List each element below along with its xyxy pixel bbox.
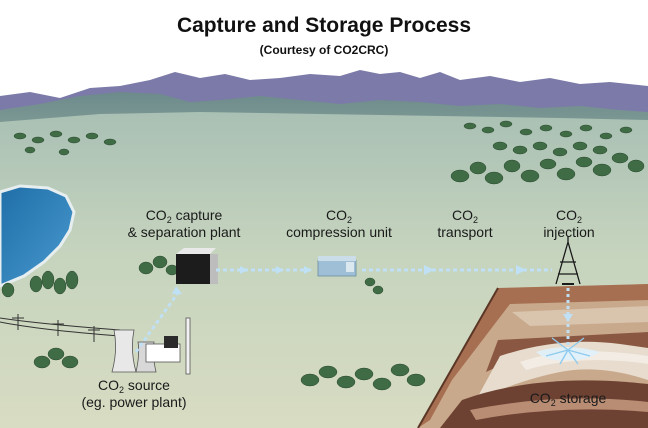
co2-prefix: CO <box>325 207 347 223</box>
lake <box>0 184 76 288</box>
underground-cross-section <box>417 284 648 428</box>
label-compression-unit: CO2 compression unit <box>268 207 410 241</box>
diagram-subtitle: (Courtesy of CO2CRC) <box>259 43 389 57</box>
injection-well <box>555 236 581 285</box>
flow-arrows <box>134 268 570 353</box>
co2-subscript: 2 <box>550 398 556 408</box>
tree-clusters <box>1 120 645 391</box>
co2-prefix: CO <box>451 207 473 223</box>
label-co2-source: CO2 source (eg. power plant) <box>64 377 204 411</box>
co2-prefix: CO <box>98 377 120 393</box>
co2-prefix: CO <box>529 390 551 406</box>
label-transport: CO2 transport <box>420 207 510 241</box>
injection-line2: injection <box>543 224 595 240</box>
label-co2-storage: CO2 storage <box>510 390 626 408</box>
storage-line1: storage <box>555 390 607 406</box>
compression-unit <box>317 256 357 277</box>
co2-plume <box>536 337 600 365</box>
power-lines <box>0 314 121 342</box>
capture-line2: & separation plant <box>127 224 241 240</box>
source-line1: source <box>124 377 170 393</box>
source-line2: (eg. power plant) <box>81 394 187 410</box>
label-capture-plant: CO2 capture & separation plant <box>120 207 248 241</box>
flow-arrowheads <box>172 265 573 322</box>
compression-line2: compression unit <box>286 224 392 240</box>
diagram-title: Capture and Storage Process <box>176 14 472 37</box>
co2-prefix: CO <box>145 207 167 223</box>
transport-line2: transport <box>437 224 493 240</box>
co2-subscript: 2 <box>166 215 172 225</box>
co2-subscript: 2 <box>576 215 582 225</box>
co2-subscript: 2 <box>119 385 125 395</box>
label-injection: CO2 injection <box>524 207 614 241</box>
capture-plant <box>176 248 218 284</box>
power-plant <box>111 317 191 375</box>
capture-line1: capture <box>171 207 223 223</box>
co2-subscript: 2 <box>346 215 352 225</box>
co2-subscript: 2 <box>472 215 478 225</box>
co2-prefix: CO <box>555 207 577 223</box>
